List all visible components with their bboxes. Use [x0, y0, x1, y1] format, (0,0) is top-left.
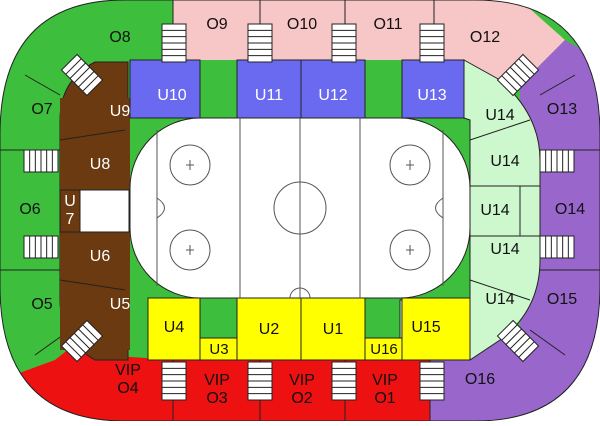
- label-u13: U13: [417, 87, 446, 104]
- label-line: O1: [374, 390, 395, 407]
- label-u8: U8: [90, 156, 111, 173]
- label-o16: O16: [465, 371, 495, 388]
- label-u16: U16: [370, 341, 398, 358]
- stairs-icon: [496, 53, 540, 97]
- section-u15[interactable]: [401, 297, 471, 361]
- stairs-icon: [419, 361, 445, 401]
- label-u9: U9: [110, 103, 131, 120]
- section-o9-o11-band: [173, 0, 434, 60]
- stairs-icon: [161, 361, 187, 401]
- section-u4[interactable]: [147, 297, 201, 361]
- label-u14e: U14: [485, 291, 514, 308]
- section-u1[interactable]: [300, 297, 366, 361]
- label-u2: U2: [259, 321, 280, 338]
- section-u12[interactable]: [300, 59, 366, 119]
- stairs-icon: [247, 23, 273, 63]
- label-line: VIP: [115, 362, 141, 379]
- stairs-icon: [60, 53, 104, 97]
- label-line: O3: [206, 390, 227, 407]
- label-line: U: [64, 193, 76, 210]
- stairs-icon: [23, 235, 59, 259]
- aisle-u7: [78, 189, 130, 233]
- label-line: VIP: [372, 372, 398, 389]
- label-o8: O8: [109, 29, 130, 46]
- labels-layer: O8 O9 O10 O11 O12 O7 O6 O5 O13 O14 O15 O…: [19, 16, 585, 407]
- stairs-layer: [23, 23, 575, 401]
- label-o13: O13: [547, 101, 577, 118]
- label-u6: U6: [90, 248, 111, 265]
- label-o9: O9: [206, 16, 227, 33]
- label-u15: U15: [411, 319, 440, 336]
- label-o12: O12: [470, 29, 500, 46]
- label-o15: O15: [547, 291, 577, 308]
- label-u5: U5: [110, 296, 131, 313]
- label-line: O4: [117, 380, 138, 397]
- label-u1: U1: [323, 321, 344, 338]
- section-u14-center[interactable]: [469, 185, 521, 237]
- label-line: VIP: [204, 372, 230, 389]
- label-line: VIP: [289, 372, 315, 389]
- label-o11: O11: [373, 16, 402, 33]
- stairs-icon: [331, 23, 357, 63]
- label-line: O2: [291, 390, 312, 407]
- label-o14: O14: [555, 201, 585, 218]
- section-u7[interactable]: [59, 189, 81, 233]
- label-u12: U12: [318, 87, 347, 104]
- label-u14b: U14: [490, 153, 519, 170]
- label-o5: O5: [31, 296, 52, 313]
- label-u11: U11: [255, 87, 283, 104]
- stairs-icon: [247, 361, 273, 401]
- stairs-icon: [331, 361, 357, 401]
- rink: [129, 117, 471, 299]
- label-line: 7: [66, 211, 75, 228]
- section-o13-o16-band[interactable]: [430, 40, 600, 421]
- label-u14a: U14: [485, 107, 514, 124]
- label-o6: O6: [19, 201, 40, 218]
- label-o10: O10: [287, 16, 317, 33]
- stairs-icon: [23, 149, 59, 173]
- label-o7: O7: [31, 101, 52, 118]
- stairs-icon: [539, 235, 575, 259]
- label-u14d: U14: [490, 241, 519, 258]
- stairs-icon: [496, 319, 540, 363]
- section-u10[interactable]: [129, 59, 201, 119]
- stairs-icon: [161, 23, 187, 63]
- label-u10: U10: [157, 87, 186, 104]
- label-u3: U3: [209, 341, 228, 358]
- stairs-icon: [60, 319, 104, 363]
- label-u4: U4: [164, 319, 185, 336]
- stairs-icon: [539, 149, 575, 173]
- stairs-icon: [419, 23, 445, 63]
- label-u14c: U14: [480, 202, 509, 219]
